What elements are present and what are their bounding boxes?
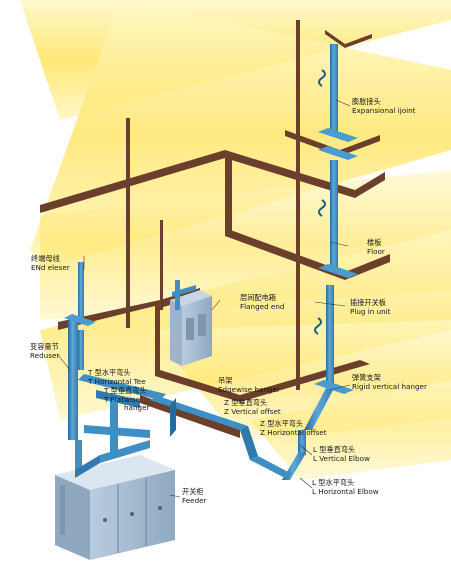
label-flatwise-hanger: T 型垂直弯头 T Flatwise hanger — [104, 386, 150, 413]
label-horizontal-offset: Z 型水平弯头 Z Horizontal offset — [260, 419, 327, 437]
label-flatwise-hanger-en-2: hanger — [124, 403, 150, 413]
label-vertical-offset-en: Z Vertical offset — [224, 406, 281, 416]
building-columns — [126, 20, 300, 390]
label-vertical-offset-cn: Z 型垂直弯头 — [224, 398, 268, 407]
label-horizontal-offset-cn: Z 型水平弯头 — [260, 419, 304, 428]
label-expansion-joint-cn: 膨胀接头 — [352, 97, 381, 106]
feeder-switchgear — [55, 440, 175, 560]
label-flanged-end: 层间配电箱 Flanged end — [240, 293, 285, 311]
floor-slab-upper — [40, 30, 390, 280]
label-rigid-vertical-hanger: 弹簧支架 Rigid vertical hanger — [352, 373, 427, 391]
label-edgewise-hanger-cn: 吊架 — [218, 376, 233, 385]
label-end-closer-en: ENd eleser — [31, 262, 70, 272]
label-flanged-end-cn: 层间配电箱 — [240, 293, 276, 302]
riser-busway — [282, 44, 358, 480]
label-end-closer: 终端母线 ENd eleser — [31, 254, 70, 272]
label-feeder-cn: 开关柜 — [182, 487, 204, 496]
label-edgewise-hanger-en: Edgewise hanger — [218, 384, 280, 394]
label-rigid-vertical-hanger-en: Rigid vertical hanger — [352, 381, 427, 391]
label-reducer: 变容量节 Reduser — [30, 342, 60, 360]
label-plug-in-unit-cn: 插接开关板 — [350, 298, 386, 307]
label-horizontal-offset-en: Z Horizontal offset — [260, 427, 327, 437]
label-flatwise-hanger-en-1: T Flatwise — [104, 394, 141, 404]
label-vertical-elbow-en: L Vertical Elbow — [313, 453, 370, 463]
label-horizontal-elbow-en: L Horizontal Elbow — [312, 486, 379, 496]
label-floor: 楼板 Floor — [367, 238, 385, 256]
label-horizontal-tee: T 型水平弯头 T Horizontal Tee — [88, 368, 146, 386]
label-vertical-offset: Z 型垂直弯头 Z Vertical offset — [224, 398, 281, 416]
label-horizontal-elbow-cn: L 型水平弯头 — [312, 478, 355, 487]
distribution-box — [170, 280, 212, 366]
label-horizontal-tee-cn: T 型水平弯头 — [88, 368, 131, 377]
label-feeder: 开关柜 Feeder — [182, 487, 207, 505]
leader-lines — [57, 99, 351, 498]
label-end-closer-cn: 终端母线 — [31, 254, 60, 263]
label-rigid-vertical-hanger-cn: 弹簧支架 — [352, 373, 381, 382]
label-feeder-en: Feeder — [182, 495, 207, 505]
label-expansion-joint-en: Expansional ijoint — [352, 105, 416, 115]
label-horizontal-elbow: L 型水平弯头 L Horizontal Elbow — [312, 478, 379, 496]
label-plug-in-unit: 插接开关板 Plug in unit — [350, 298, 391, 316]
label-flatwise-hanger-cn: T 型垂直弯头 — [104, 386, 147, 395]
label-vertical-elbow-cn: L 型垂直弯头 — [313, 445, 356, 454]
label-plug-in-unit-en: Plug in unit — [350, 306, 391, 316]
label-expansion-joint: 膨胀接头 Expansional ijoint — [352, 97, 416, 115]
label-flanged-end-en: Flanged end — [240, 301, 285, 311]
label-floor-cn: 楼板 — [367, 238, 382, 247]
label-reducer-en: Reduser — [30, 350, 60, 360]
label-vertical-elbow: L 型垂直弯头 L Vertical Elbow — [313, 445, 370, 463]
label-floor-en: Floor — [367, 246, 385, 256]
label-edgewise-hanger: 吊架 Edgewise hanger — [218, 376, 280, 394]
left-busway — [64, 262, 166, 457]
label-horizontal-tee-en: T Horizontal Tee — [88, 376, 146, 386]
horizontal-busway-run — [150, 396, 292, 478]
label-reducer-cn: 变容量节 — [30, 342, 59, 351]
